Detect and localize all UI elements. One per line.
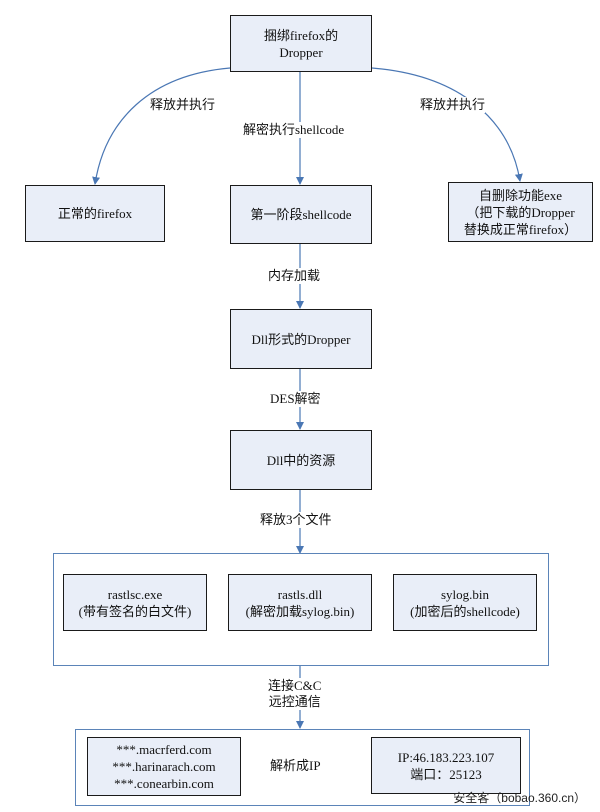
node-ip-port: IP:46.183.223.107 端口：25123 — [371, 737, 521, 794]
label-text: 远控通信 — [268, 694, 321, 709]
node-text: 第一阶段shellcode — [250, 207, 352, 222]
edge-dropper-to-normal-firefox — [92, 67, 231, 185]
node-text: （把下载的Dropper — [466, 204, 575, 220]
label-release-files: 释放3个文件 — [260, 512, 332, 528]
label-text: 连接C&C — [268, 678, 322, 693]
node-text: 正常的firefox — [57, 206, 133, 221]
node-normal-firefox: 正常的firefox — [25, 185, 165, 242]
node-text: 自删除功能exe — [478, 187, 563, 203]
node-text: 捆绑firefox的 — [263, 27, 339, 43]
node-text: Dropper — [279, 44, 323, 60]
node-text: (解密加载sylog.bin) — [245, 603, 355, 619]
edge-dropper-to-self-delete — [371, 67, 523, 182]
label-release-right: 释放并执行 — [420, 97, 486, 113]
node-rastlsc-exe: rastlsc.exe (带有签名的白文件) — [63, 574, 207, 631]
label-resolve-ip: 解析成IP — [270, 758, 321, 774]
node-text: Dll形式的Dropper — [251, 331, 351, 347]
node-text: IP:46.183.223.107 — [397, 749, 495, 765]
node-text: Dll中的资源 — [266, 452, 336, 468]
node-text: ***.macrferd.com — [116, 742, 212, 757]
label-decrypt-shellcode: 解密执行shellcode — [243, 122, 345, 138]
node-bundled-dropper: 捆绑firefox的 Dropper — [230, 15, 372, 72]
node-self-delete-exe: 自删除功能exe （把下载的Dropper 替换成正常firefox） — [448, 182, 593, 242]
node-text: sylog.bin — [440, 586, 490, 602]
node-text: ***.conearbin.com — [114, 776, 214, 791]
label-memory-load: 内存加载 — [268, 268, 321, 284]
node-text: (带有签名的白文件) — [78, 603, 192, 619]
node-text: rastlsc.exe — [107, 586, 163, 602]
node-text: 替换成正常firefox） — [463, 221, 578, 237]
node-text: rastls.dll — [277, 586, 323, 602]
node-rastls-dll: rastls.dll (解密加载sylog.bin) — [228, 574, 372, 631]
node-dll-resource: Dll中的资源 — [230, 430, 372, 490]
node-stage1-shellcode: 第一阶段shellcode — [230, 185, 372, 244]
watermark: 安全客（bobao.360.cn） — [453, 791, 586, 805]
label-release-left: 释放并执行 — [150, 97, 216, 113]
node-dll-dropper: Dll形式的Dropper — [230, 309, 372, 369]
node-text: (加密后的shellcode) — [410, 603, 520, 619]
node-text: ***.harinarach.com — [112, 759, 216, 774]
node-sylog-bin: sylog.bin (加密后的shellcode) — [393, 574, 537, 631]
node-text: 端口：25123 — [410, 766, 482, 782]
node-cc-domains: ***.macrferd.com ***.harinarach.com ***.… — [87, 737, 241, 796]
label-connect-cc: 连接C&C 远控通信 — [268, 678, 322, 710]
label-des-decrypt: DES解密 — [270, 391, 321, 407]
